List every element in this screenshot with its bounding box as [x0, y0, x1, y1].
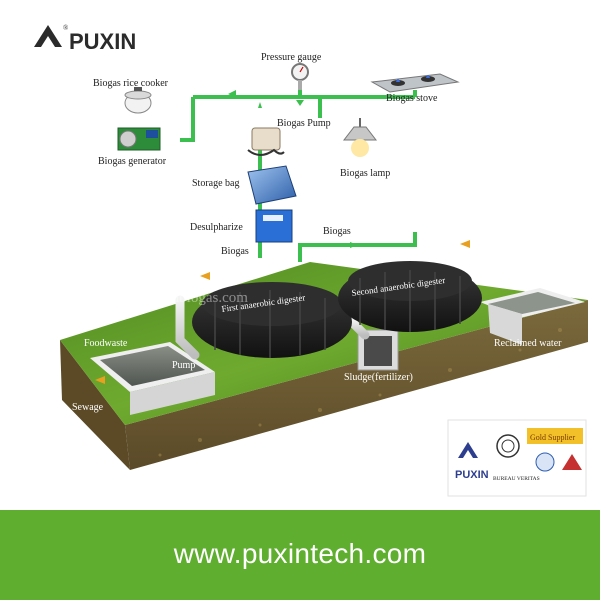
label-biogas-upper: Biogas [323, 226, 351, 237]
label-pump: Pump [172, 360, 195, 371]
brand-name: PUXIN [69, 29, 136, 54]
biogas-system-diagram: PUXIN ® [0, 0, 600, 510]
badge-bureau-veritas: BUREAU VERITAS [493, 476, 540, 482]
storage-bag-icon [248, 166, 296, 204]
puxin-logo: PUXIN ® [34, 24, 136, 54]
label-biogas-stove: Biogas stove [386, 93, 438, 104]
badge-brand: PUXIN [455, 469, 489, 481]
desulpharizer-icon [256, 210, 292, 242]
registered-mark: ® [63, 24, 69, 32]
diagram-panel: PUXIN ® [0, 0, 600, 510]
label-biogas-pump: Biogas Pump [277, 118, 331, 129]
footer-bar: www.puxintech.com [0, 510, 600, 600]
rice-cooker-icon [125, 87, 151, 113]
label-reclaimed-water: Reclaimed water [494, 338, 562, 349]
label-foodwaste: Foodwaste [84, 338, 128, 349]
label-sludge: Sludge(fertilizer) [344, 372, 413, 383]
footer-url[interactable]: www.puxintech.com [0, 538, 600, 570]
biogas-pump-icon [248, 128, 284, 155]
biogas-stove-icon [372, 74, 458, 92]
label-desulpharize: Desulpharize [190, 222, 243, 233]
label-biogas-lamp: Biogas lamp [340, 168, 390, 179]
biogas-generator-icon [118, 128, 160, 150]
bureau-veritas-seal-icon [497, 435, 519, 457]
badge-gold-supplier: Gold Supplier [530, 433, 575, 442]
label-biogas-rice-cooker: Biogas rice cooker [93, 78, 169, 89]
biogas-lamp-icon [344, 118, 376, 157]
label-storage-bag: Storage bag [192, 178, 240, 189]
label-biogas-left: Biogas [221, 246, 249, 257]
label-sewage: Sewage [72, 402, 104, 413]
label-pressure-gauge: Pressure gauge [261, 52, 322, 63]
watermark: puxinbiogas.com [145, 290, 248, 306]
certification-badge: PUXIN BUREAU VERITAS Gold Supplier [448, 420, 586, 496]
label-biogas-generator: Biogas generator [98, 156, 167, 167]
pressure-gauge-icon [292, 64, 308, 90]
